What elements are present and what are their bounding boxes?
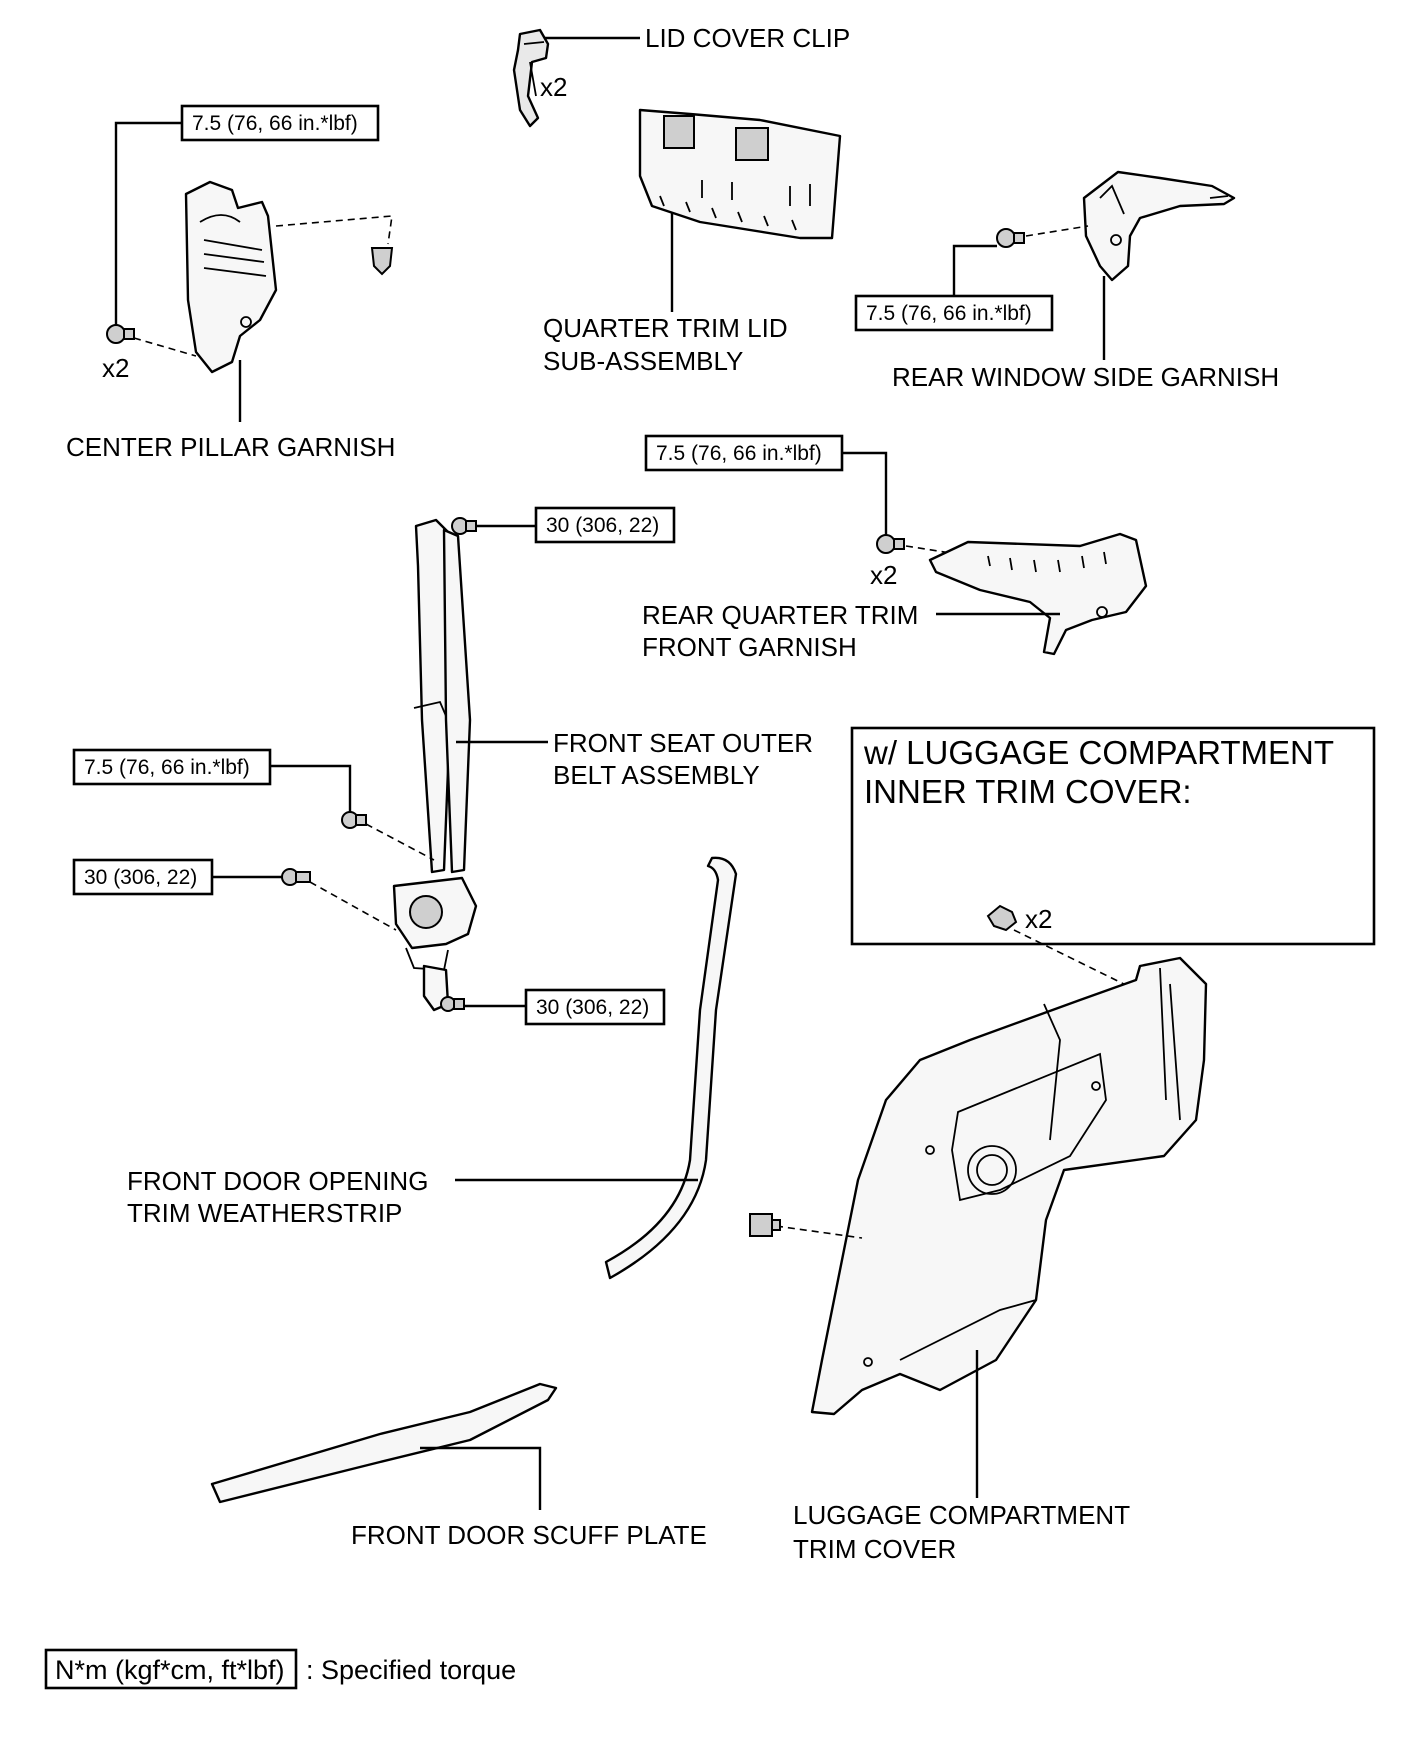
rear-quarter-bolt-icon: [876, 534, 905, 554]
luggage-clip-icon: [749, 1213, 781, 1237]
center-pillar-qty: x2: [102, 353, 129, 383]
scuff-plate-label: FRONT DOOR SCUFF PLATE: [351, 1520, 707, 1550]
belt-mid-torque-leader: [270, 764, 352, 812]
front-seat-belt-label-1: FRONT SEAT OUTER: [553, 728, 813, 758]
belt-retractor-bolt-guide: [309, 881, 397, 931]
belt-retractor-bolt-icon: [281, 868, 311, 886]
front-seat-belt-label-2: BELT ASSEMBLY: [553, 760, 760, 790]
rear-quarter-torque-leader: [842, 451, 888, 536]
rear-window-bolt-guide: [1025, 225, 1089, 237]
belt-bottom-torque-text: 30 (306, 22): [536, 996, 649, 1019]
rear-window-torque-leader: [952, 244, 997, 296]
inset-box: [850, 726, 1376, 946]
inset-qty: x2: [1025, 904, 1052, 934]
belt-top-bolt-icon: [451, 517, 477, 535]
rear-quarter-torque-text: 7.5 (76, 66 in.*lbf): [656, 442, 822, 465]
scuff-plate-leader: [420, 1446, 542, 1510]
center-pillar-garnish-part: [184, 180, 278, 374]
rear-window-label: REAR WINDOW SIDE GARNISH: [892, 362, 1279, 392]
lid-cover-clip-part: [512, 28, 550, 128]
rear-window-side-garnish-part: [1082, 170, 1236, 282]
luggage-trim-label-1: LUGGAGE COMPARTMENT: [793, 1500, 1130, 1530]
inset-clip-icon: [986, 904, 1018, 932]
belt-retractor-torque-text: 30 (306, 22): [84, 866, 197, 889]
center-pillar-clip-guide: [275, 215, 393, 245]
belt-retractor-torque-box: [72, 858, 214, 896]
center-pillar-clip-icon: [370, 247, 394, 276]
belt-mid-bolt-icon: [341, 811, 367, 829]
rear-window-torque-box: [854, 294, 1054, 332]
quarter-trim-lid-label-2: SUB-ASSEMBLY: [543, 346, 743, 376]
weatherstrip-label-1: FRONT DOOR OPENING: [127, 1166, 428, 1196]
belt-bottom-torque-box: [524, 988, 666, 1026]
belt-mid-bolt-guide: [365, 823, 435, 861]
inset-clip-guide: [1013, 929, 1133, 989]
luggage-trim-label-2: TRIM COVER: [793, 1534, 956, 1564]
scuff-plate-part: [210, 1382, 558, 1504]
center-pillar-torque-leader: [114, 121, 182, 326]
front-seat-belt-part: [392, 518, 478, 1012]
belt-top-torque-text: 30 (306, 22): [546, 514, 659, 537]
center-pillar-torque-box: [180, 104, 380, 142]
quarter-trim-lid-label-1: QUARTER TRIM LID: [543, 313, 788, 343]
quarter-trim-lid-part: [638, 108, 842, 240]
legend-unit-text: N*m (kgf*cm, ft*lbf): [55, 1655, 285, 1685]
rear-quarter-qty: x2: [870, 560, 897, 590]
inset-title-1: w/ LUGGAGE COMPARTMENT: [863, 734, 1334, 771]
rear-quarter-garnish-part: [928, 532, 1148, 656]
lid-cover-clip-qty: x2: [540, 72, 567, 102]
rear-quarter-label-2: FRONT GARNISH: [642, 632, 857, 662]
legend-description: : Specified torque: [306, 1655, 516, 1685]
center-pillar-torque-text: 7.5 (76, 66 in.*lbf): [192, 112, 358, 135]
belt-top-torque-box: [534, 506, 676, 544]
center-pillar-bolt-icon: [106, 324, 135, 344]
legend-unit-box: [44, 1648, 298, 1690]
inset-title-2: INNER TRIM COVER:: [864, 773, 1192, 810]
rear-quarter-label-1: REAR QUARTER TRIM: [642, 600, 918, 630]
weatherstrip-label-2: TRIM WEATHERSTRIP: [127, 1198, 402, 1228]
weatherstrip-part: [604, 856, 738, 1280]
rear-window-bolt-icon: [996, 228, 1025, 248]
belt-mid-torque-text: 7.5 (76, 66 in.*lbf): [84, 756, 250, 779]
center-pillar-label: CENTER PILLAR GARNISH: [66, 432, 395, 462]
center-pillar-bolt-guide: [133, 337, 197, 357]
rear-window-torque-text: 7.5 (76, 66 in.*lbf): [866, 302, 1032, 325]
lid-cover-clip-label: LID COVER CLIP: [645, 23, 850, 53]
belt-bottom-bolt-icon: [440, 996, 465, 1012]
luggage-trim-cover-part: [810, 956, 1208, 1416]
luggage-clip-guide: [775, 1225, 863, 1239]
belt-mid-torque-box: [72, 748, 272, 786]
